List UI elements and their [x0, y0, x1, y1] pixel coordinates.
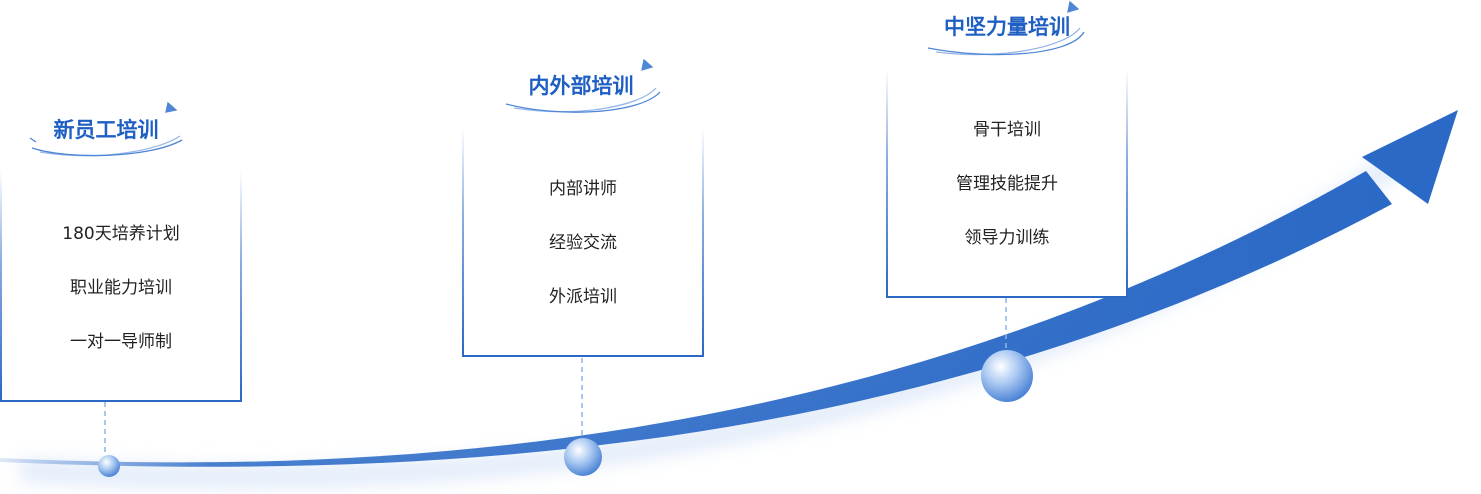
growth-curve	[0, 171, 1392, 467]
title-swoosh-3	[927, 0, 1085, 56]
stage-3-item-2: 管理技能提升	[956, 174, 1058, 194]
stage-1-item-2: 职业能力培训	[70, 278, 172, 298]
node-2	[564, 438, 602, 476]
stage-card-1: 180天培养计划 职业能力培训 一对一导师制	[0, 170, 242, 402]
arrow-head	[1362, 110, 1458, 204]
stage-1-item-1: 180天培养计划	[62, 224, 180, 244]
stage-title-2: 内外部培训	[528, 74, 634, 98]
stage-3-item-3: 领导力训练	[964, 228, 1050, 248]
stage-3-item-1: 骨干培训	[973, 120, 1041, 140]
node-3	[981, 350, 1033, 402]
stage-title-1: 新员工培训	[53, 118, 159, 142]
stage-2-item-1: 内部讲师	[549, 179, 617, 199]
stage-1-item-3: 一对一导师制	[70, 332, 172, 352]
stage-card-3: 骨干培训 管理技能提升 领导力训练	[886, 68, 1128, 298]
title-swoosh-2	[505, 58, 661, 113]
title-swoosh-1	[29, 101, 183, 157]
stage-2-item-2: 经验交流	[549, 233, 617, 253]
stage-title-3: 中坚力量培训	[944, 15, 1070, 39]
stage-card-2: 内部讲师 经验交流 外派培训	[462, 127, 704, 357]
node-1	[98, 455, 120, 477]
stage-2-item-3: 外派培训	[549, 287, 617, 307]
